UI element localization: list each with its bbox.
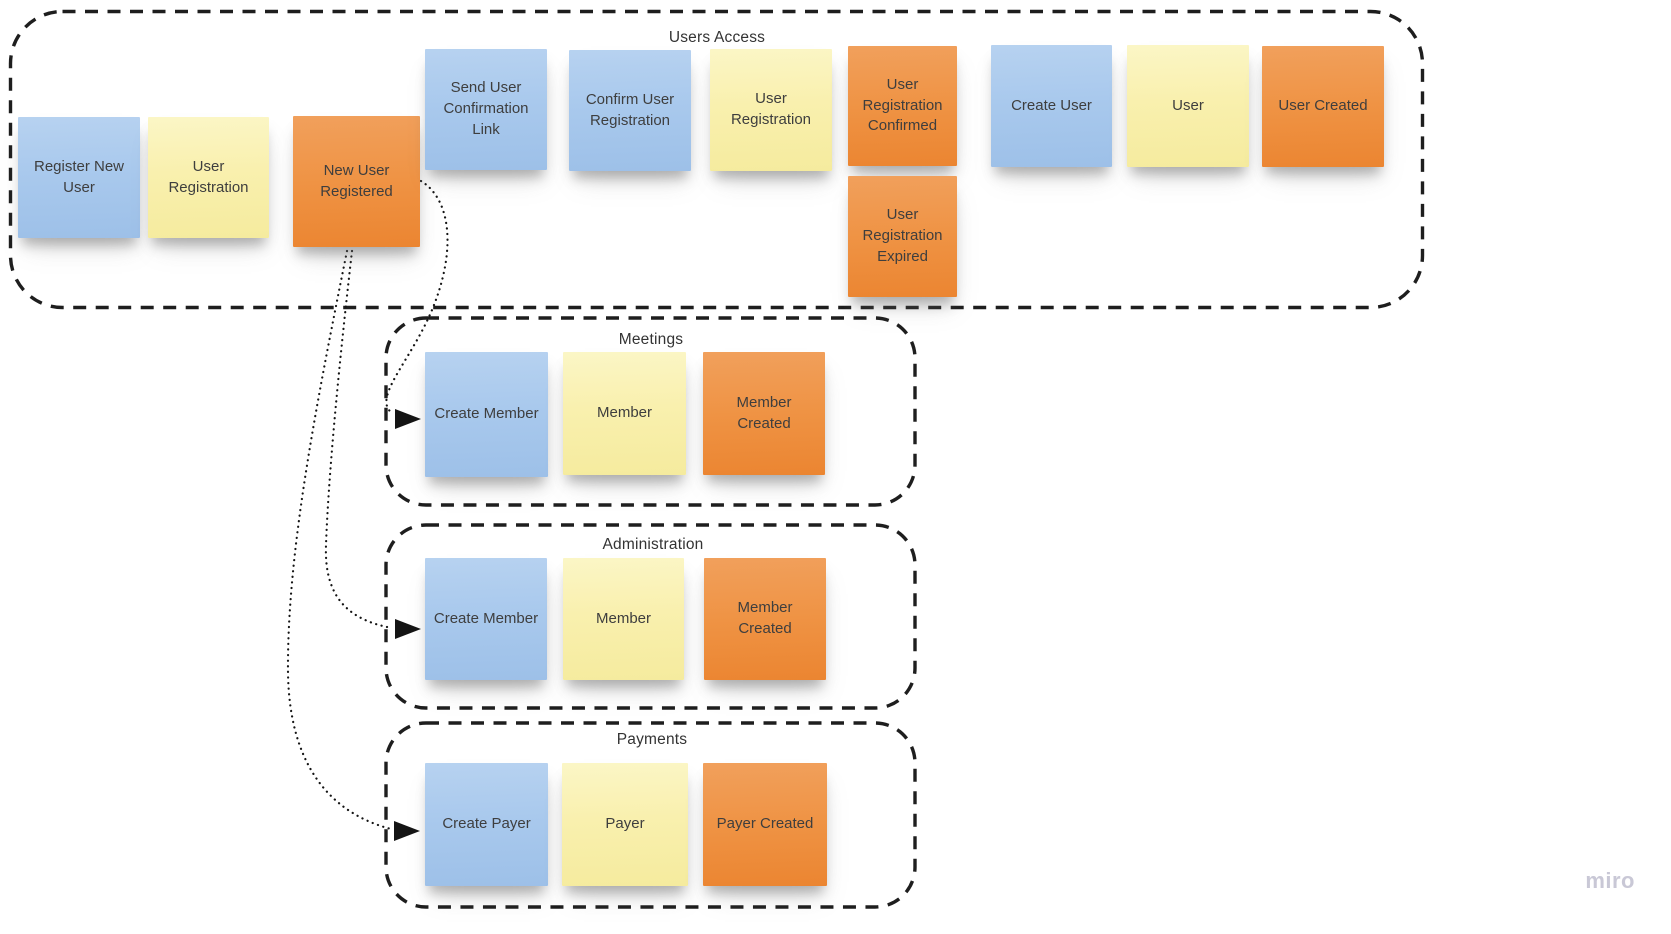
sticky-note-administration-member-created[interactable]: Member Created <box>704 558 826 680</box>
group-title-administration: Administration <box>602 536 704 553</box>
sticky-note-label: User Registration <box>168 157 249 196</box>
sticky-note-user-registration-confirmed[interactable]: User Registration Confirmed <box>848 46 957 166</box>
sticky-note-label: User <box>1172 96 1204 114</box>
sticky-note-label: User Registration <box>730 90 812 128</box>
sticky-note-label: Payer Created <box>716 815 814 833</box>
connector-new-user-registered-to-administration[interactable] <box>324 249 394 630</box>
sticky-note-create-user[interactable]: Create User <box>991 45 1112 167</box>
sticky-note-label: Create User <box>1011 96 1092 114</box>
sticky-note-label: Member Created <box>736 393 792 432</box>
sticky-note-user-registration-2[interactable]: User Registration <box>710 49 832 171</box>
group-outline-payments[interactable] <box>384 721 917 909</box>
sticky-note-label: User Registration Confirmed <box>862 75 943 135</box>
sticky-note-label: Create Payer <box>442 815 531 833</box>
group-title-payments: Payments <box>616 731 688 748</box>
sticky-note-label: Create Member <box>433 609 539 627</box>
sticky-note-label: Send User Confirmation Link <box>443 79 529 138</box>
group-outline-meetings[interactable] <box>384 316 917 507</box>
sticky-note-meetings-create-member[interactable]: Create Member <box>425 352 548 477</box>
arrowhead-payments[interactable] <box>394 821 420 841</box>
sticky-note-label: Confirm User Registration <box>585 90 675 129</box>
sticky-note-label: Register New User <box>33 157 125 196</box>
sticky-note-register-new-user[interactable]: Register New User <box>18 117 140 238</box>
sticky-note-meetings-member[interactable]: Member <box>563 352 686 475</box>
sticky-note-label: Member Created <box>737 599 793 637</box>
sticky-note-user-created[interactable]: User Created <box>1262 46 1384 167</box>
sticky-note-user-registration-1[interactable]: User Registration <box>148 117 269 238</box>
sticky-note-label: Create Member <box>434 405 539 423</box>
connector-new-user-registered-to-payments[interactable] <box>286 249 393 831</box>
sticky-note-administration-member[interactable]: Member <box>563 558 684 680</box>
group-title-users-access: Users Access <box>668 29 766 46</box>
connector-new-user-registered-to-meetings[interactable] <box>385 179 449 415</box>
sticky-note-meetings-member-created[interactable]: Member Created <box>703 352 825 475</box>
sticky-note-label: New User Registered <box>320 161 393 200</box>
group-title-meetings: Meetings <box>618 331 684 348</box>
group-outline-administration[interactable] <box>384 523 917 710</box>
sticky-note-send-user-confirmation-link[interactable]: Send User Confirmation Link <box>425 49 547 170</box>
sticky-note-user[interactable]: User <box>1127 45 1249 167</box>
sticky-note-label: Member <box>595 609 651 627</box>
sticky-note-label: Member <box>596 404 652 422</box>
sticky-note-payer[interactable]: Payer <box>562 763 688 886</box>
sticky-note-label: User Created <box>1278 97 1368 115</box>
sticky-note-confirm-user-registration[interactable]: Confirm User Registration <box>569 50 691 171</box>
sticky-note-new-user-registered[interactable]: New User Registered <box>293 116 420 247</box>
sticky-note-create-payer[interactable]: Create Payer <box>425 763 548 886</box>
arrowhead-meetings[interactable] <box>395 409 421 429</box>
sticky-note-user-registration-expired[interactable]: User Registration Expired <box>848 176 957 297</box>
sticky-note-payer-created[interactable]: Payer Created <box>703 763 827 886</box>
group-outline-users-access[interactable] <box>8 9 1425 310</box>
sticky-note-label: Payer <box>605 815 645 833</box>
arrowhead-administration[interactable] <box>395 619 421 639</box>
sticky-note-administration-create-member[interactable]: Create Member <box>425 558 547 680</box>
miro-watermark: miro <box>1585 868 1635 893</box>
sticky-note-label: User Registration Expired <box>862 206 943 265</box>
